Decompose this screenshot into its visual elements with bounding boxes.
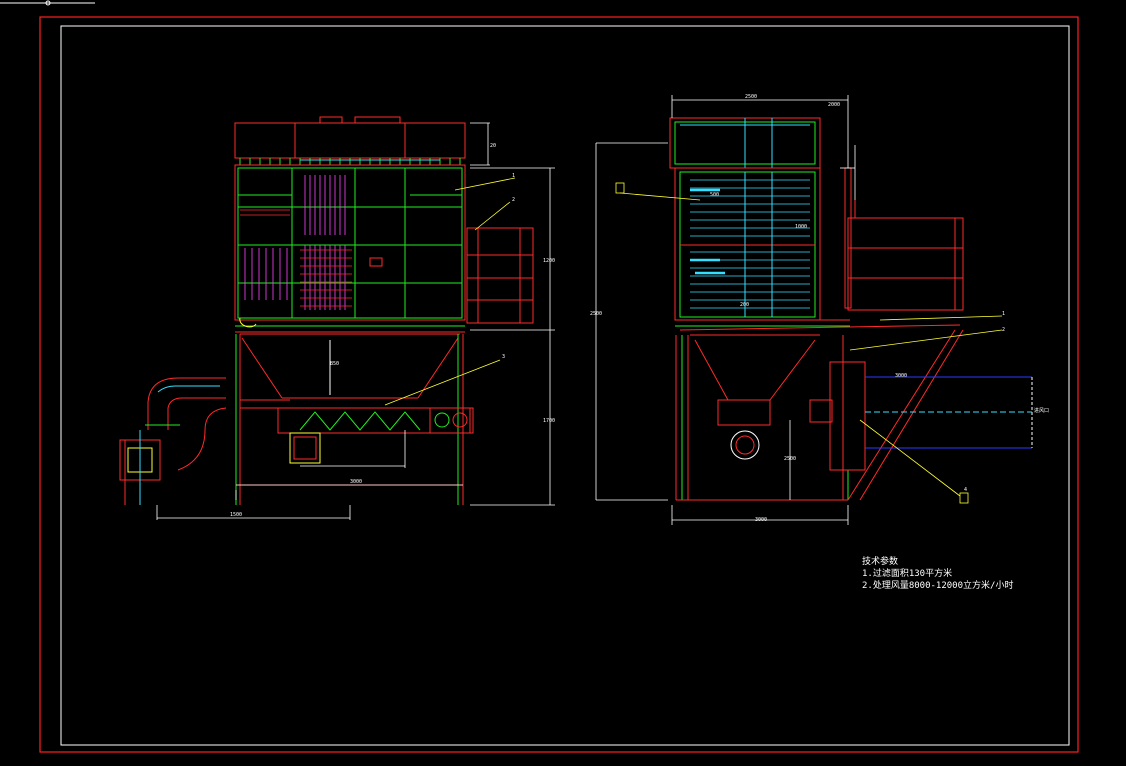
left-leader-label-2: 2: [512, 197, 515, 203]
right-inlet-label: 进风口: [1034, 407, 1049, 414]
right-side-duct: [847, 200, 964, 311]
technical-notes-title: 技术参数: [862, 557, 899, 567]
right-dimension-lines: [595, 95, 856, 525]
right-top-box: [669, 117, 821, 169]
right-dim-inner-1: 500: [710, 192, 719, 198]
left-top-grille: [239, 158, 461, 165]
right-dim-inner-2: 1000: [795, 224, 807, 230]
left-hopper: [240, 333, 460, 399]
left-bag-cages: [240, 209, 352, 307]
right-dim-top-right: 2000: [828, 102, 840, 108]
left-dim-top: 20: [490, 143, 496, 149]
right-leader-label-1: 1: [1002, 311, 1005, 317]
right-leader-label-2: 2: [1002, 327, 1005, 333]
left-dim-fan: 1500: [230, 512, 242, 518]
left-leader-lines: [384, 177, 516, 406]
left-dim-body: 1200: [543, 258, 555, 264]
right-support-legs: [675, 329, 964, 501]
left-tube-sheet: [235, 317, 465, 333]
right-hopper: [690, 334, 820, 460]
right-filter-rows: [690, 179, 810, 309]
technical-notes-line-1: 1.过滤面积130平方米: [862, 569, 953, 579]
right-dim-inner-3: 200: [740, 302, 749, 308]
technical-notes: 技术参数 1.过滤面积130平方米 2.处理风量8000-12000立方米/小时: [862, 556, 1013, 592]
right-leader-label-4: 4: [964, 487, 967, 493]
technical-notes-line-2: 2.处理风量8000-12000立方米/小时: [862, 581, 1014, 591]
left-dim-hopper: 850: [330, 361, 339, 367]
outer-drawing-frame: [39, 16, 1079, 753]
left-side-duct: [466, 227, 534, 324]
right-dim-top-width: 2500: [745, 94, 757, 100]
left-dim-width: 3000: [350, 479, 362, 485]
left-filter-bags: [244, 175, 346, 310]
left-top-housing: [234, 116, 466, 166]
right-dim-height: 2500: [590, 311, 602, 317]
right-leader-lines: [615, 182, 1003, 504]
right-dim-lower: 2500: [784, 456, 796, 462]
inner-drawing-border: [60, 25, 1070, 746]
left-main-body: [234, 159, 466, 321]
right-highlight-bars: [690, 188, 725, 275]
left-leader-label-3: 3: [502, 354, 505, 360]
right-dim-duct: 3000: [895, 373, 907, 379]
right-side-view: 1 2 4 进风口 2500 2000 2500 500 1000 200 30…: [590, 94, 1049, 525]
right-inlet-duct: [809, 361, 1033, 471]
right-dim-bottom: 3000: [755, 517, 767, 523]
left-elevation-view: 1 2 3 20 1200 1700 850 3000 1500: [119, 116, 555, 520]
left-leader-label-1: 1: [512, 173, 515, 179]
left-dim-leg: 1700: [543, 418, 555, 424]
top-left-marker: [0, 0, 95, 6]
left-fan-elbow: [119, 377, 227, 505]
left-dimension-lines: [156, 122, 555, 520]
left-screw-conveyor: [277, 407, 474, 464]
right-tube-sheet: [675, 319, 961, 331]
